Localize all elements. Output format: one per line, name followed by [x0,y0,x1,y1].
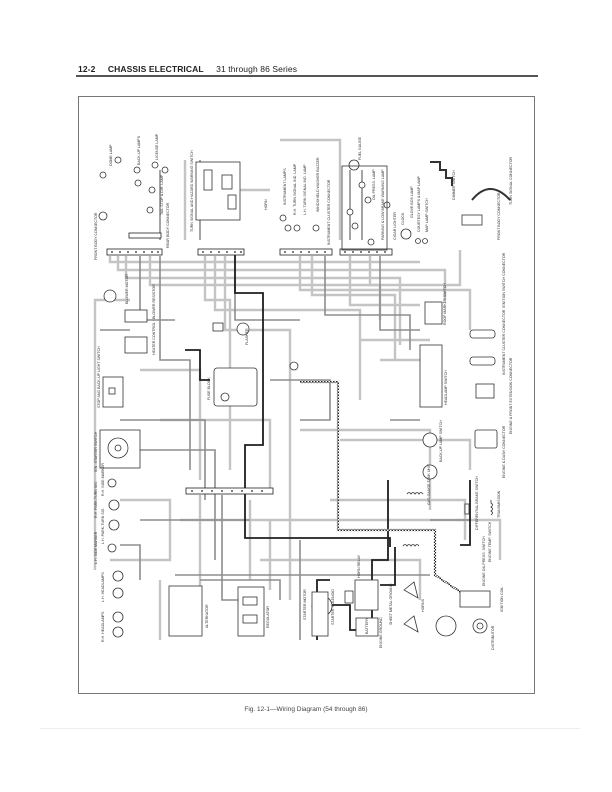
label-brake-warning-lamp: PARKING & LOW BRAKE WARNING LAMP [381,169,385,240]
label-license-lamp: LICENSE LAMP [155,133,159,160]
label-tail-stop-lamp: TAIL STOP & DIR. LAMP [160,174,164,215]
label-rh-headlamps: R.H. HEADLAMPS [101,611,105,642]
header-rule [76,75,538,77]
label-horn-relay: HORN RELAY [357,554,361,578]
diagram-labels: FRONT BODY CONNECTOR DOME LAMP BACK-UP L… [94,133,513,650]
label-dimmer-switch: DIMMER SWITCH [452,170,456,200]
label-engine-dash-connector: ENGINE & DASH CONNECTOR [502,425,506,478]
label-washer-buzzer: WINDSHIELD WASHER BUZZER [316,157,320,212]
label-lh-side-marker: L.H. SIDE MARKER [94,531,98,564]
label-back-up-switch: BACK-UP LAMP SWITCH [439,420,443,462]
label-horn: HORN [264,199,268,210]
label-distributor: DISTRIBUTOR [491,625,495,650]
label-alternator: ALTERNATOR [205,604,209,628]
series-title: 31 through 86 Series [216,64,298,74]
label-dome-lamp: DOME LAMP [109,144,113,166]
light-wires [93,138,502,640]
label-differential-switch: DIFFERENTIAL BRAKE SWITCH [475,476,479,530]
page-header: 12-2 CHASSIS ELECTRICAL 31 through 86 Se… [78,64,307,74]
label-instrument-cluster-connector-2: INSTRUMENT CLUSTER CONNECTOR [502,309,506,375]
label-headlamp-switch: HEADLAMP SWITCH [444,370,448,405]
label-engine-temp-switch: ENGINE TEMP. SWITCH [488,521,492,562]
label-engine-connector: ENGINE & FRONT EXTENSION CONNECTOR [509,357,513,434]
label-oil-press-lamp: OIL PRESS. LAMP [372,169,376,200]
label-ignition-coil: IGNITION COIL [500,587,504,612]
label-gas-gauge-tank: GAS GAUGE TANK UNIT [427,463,431,505]
footer-rule [40,728,580,729]
label-backup-lamps: BACK-UP LAMPS [137,135,141,165]
label-regulator: REGULATOR [266,606,270,628]
label-map-lamp-switch: MAP LAMP SWITCH [425,198,429,232]
connector-pins [111,251,386,492]
label-stop-backup-switch: STOP AND BACK-UP LIGHT SWITCH [97,346,101,408]
label-flasher: FLASHER [245,328,249,345]
label-heater-control: HEATER CONTROL · BLOWER RESISTOR [152,284,156,355]
label-glove-box-lamp: GLOVE BOX LAMP [410,186,414,218]
connector-strips [106,232,393,495]
label-rh-turn-ind: R.H. TURN SIGNAL IND. LAMP [293,163,297,215]
page-number: 12-2 [78,64,96,74]
label-lh-park-turn: L.H. PARK-TURN SIG. [101,508,105,544]
label-cigar-lighter: CIGAR LIGHTER [393,212,397,240]
label-rear-body-connector: REAR BODY CONNECTOR [166,202,170,248]
label-transmission: TRANSMISSION [497,490,501,518]
medium-wires [100,160,470,640]
label-starter-solenoid: STARTER SOLENOID [331,589,335,625]
label-ignition-switch: IGN.-STARTER SWITCH [94,431,98,472]
label-front-body-connector-2: FRONT BODY CONNECTOR [497,192,501,240]
resistance-wire [300,380,466,596]
label-instrument-cluster-connector: INSTRUMENT CLUSTER CONNECTOR [327,179,331,245]
label-instrument-lamps: INSTRUMENT LAMPS [283,168,287,205]
label-front-body-connector: FRONT BODY CONNECTOR [94,212,98,260]
label-oil-press-switch: ENGINE OIL PRESS. SWITCH [482,536,486,586]
label-lh-headlamps: L.H. HEADLAMPS [101,572,105,602]
label-fuel-gauge: FUEL GAUGE [358,136,362,160]
section-title: CHASSIS ELECTRICAL [107,64,204,74]
figure-caption: Fig. 12-1—Wiring Diagram (54 through 86) [244,706,368,713]
label-rh-park-turn: R.H. PARK-TURN SIG. [94,481,98,518]
components [98,156,511,638]
label-clock: CLOCK [401,212,405,225]
label-rh-side-marker: R.H. SIDE MARKER [101,463,105,496]
label-turn-signal-switch: TURN SIGNAL AND HAZARD WARNING SWITCH [190,150,194,232]
label-roof-marker-switch: ROOF MARKER SWITCH [443,283,447,325]
label-horns: HORNS [421,598,425,612]
label-battery: BATTERY [365,617,369,634]
label-turn-signal-connector: TURN SIGNAL CONNECTOR [509,156,513,205]
label-starter-motor: STARTER MOTOR [303,589,307,620]
label-sheet-metal-ground: SHEET METAL GROUND [389,583,393,625]
figure-frame [78,96,535,694]
label-fuse-block: FUSE BLOCK [207,377,211,400]
label-engine-ground: ENGINE GROUND [379,617,383,648]
label-blower-motor: BLOWER MOTOR [125,274,129,304]
label-ignition-main-connector: IGNITION SWITCH CONNECTOR [502,252,506,308]
label-lh-turn-ind: L.H. TURN SIGNAL IND. LAMP [303,164,307,215]
label-courtesy-lamps: COURTESY LAMPS & MAP LAMP [417,175,421,232]
